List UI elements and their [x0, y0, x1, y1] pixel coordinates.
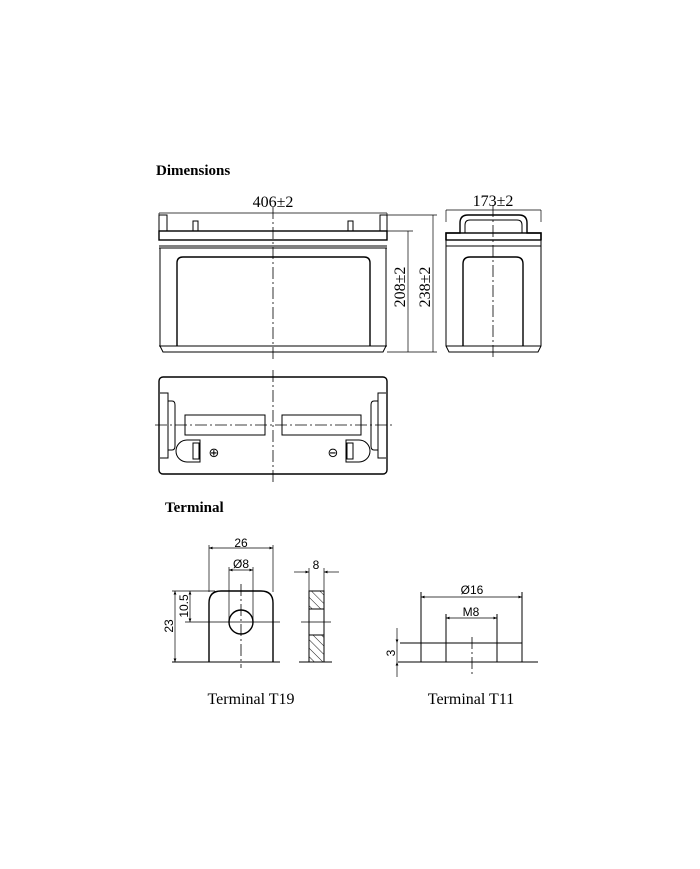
t19-hole-label: Ø8	[233, 557, 249, 571]
terminal-t19-caption: Terminal T19	[207, 691, 294, 708]
t11-thread-label: M8	[463, 605, 480, 619]
side-view: 173±2	[445, 193, 542, 358]
width-dimension: 173±2	[473, 193, 514, 210]
terminal-t11-caption: Terminal T11	[428, 691, 514, 708]
total-height-dimension: 238±2	[417, 267, 434, 308]
t19-thickness-label: 8	[313, 558, 320, 572]
dimensions-heading: Dimensions	[156, 163, 230, 179]
t19-height-label: 23	[162, 619, 176, 633]
negative-terminal-symbol: ⊖	[328, 445, 339, 460]
t11-height-label: 3	[384, 649, 398, 656]
terminal-t19-drawing: 26 Ø8 10.5 23 8	[162, 536, 339, 668]
length-dimension: 406±2	[253, 194, 294, 211]
case-height-dimension: 208±2	[392, 267, 409, 308]
top-view: ⊕ ⊖	[155, 370, 392, 482]
terminal-t11-drawing: Ø16 M8 3	[384, 583, 538, 677]
t19-hole-height-label: 10.5	[177, 594, 191, 618]
t11-diameter-label: Ø16	[461, 583, 484, 597]
front-view: 406±2 208±2 238±2	[158, 194, 437, 360]
terminal-heading: Terminal	[165, 500, 224, 516]
positive-terminal-symbol: ⊕	[209, 445, 220, 460]
t19-width-label: 26	[234, 536, 248, 550]
